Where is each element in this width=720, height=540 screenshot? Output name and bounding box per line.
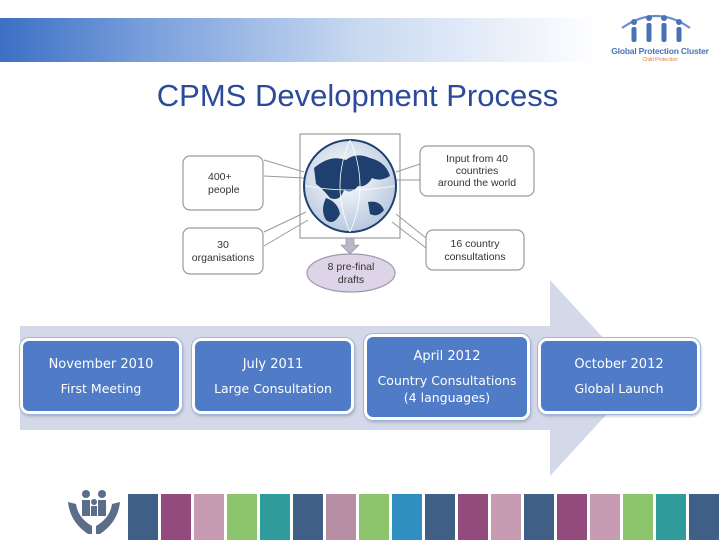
color-square (392, 494, 422, 540)
svg-text:8 pre-final: 8 pre-final (328, 261, 375, 273)
callout-organisations: 30 organisations (182, 227, 264, 275)
color-square (689, 494, 719, 540)
svg-text:consultations: consultations (444, 251, 505, 263)
svg-text:around the world: around the world (438, 177, 516, 189)
stage-date: July 2011 (242, 356, 304, 372)
color-square (656, 494, 686, 540)
color-square (458, 494, 488, 540)
callout-people: 400+ people (182, 155, 264, 211)
callout-input: Input from 40 countries around the world (419, 145, 535, 197)
color-square (557, 494, 587, 540)
color-square (326, 494, 356, 540)
color-square (161, 494, 191, 540)
color-square (359, 494, 389, 540)
stage-description: Global Launch (574, 380, 664, 396)
color-square (590, 494, 620, 540)
stage-april-2012: April 2012 Country Consultations (4 lang… (364, 334, 530, 420)
color-square (524, 494, 554, 540)
color-square (194, 494, 224, 540)
color-square (491, 494, 521, 540)
logo-text: Global Protection Cluster (611, 46, 709, 56)
stage-description: First Meeting (60, 380, 142, 396)
stage-date: April 2012 (413, 349, 481, 364)
family-hands-icon (68, 490, 120, 534)
svg-text:drafts: drafts (338, 274, 364, 286)
svg-text:people: people (208, 184, 240, 196)
color-square (425, 494, 455, 540)
stage-description: Country Consultations (4 languages) (377, 373, 517, 405)
svg-text:countries: countries (456, 165, 499, 177)
stage-date: October 2012 (574, 356, 664, 372)
color-square (623, 494, 653, 540)
stage-description: Large Consultation (214, 380, 332, 396)
color-square (260, 494, 290, 540)
stage-july-2011: July 2011 Large Consultation (192, 338, 354, 414)
logo-subtext: Child Protection (642, 57, 678, 63)
callout-consultations: 16 country consultations (425, 229, 525, 271)
stage-november-2010: November 2010 First Meeting (20, 338, 182, 414)
svg-text:30: 30 (217, 239, 229, 251)
svg-text:organisations: organisations (192, 252, 254, 264)
stage-october-2012: October 2012 Global Launch (538, 338, 700, 414)
development-diagram: 400+ people Input from 40 countries arou… (182, 133, 535, 293)
svg-text:Input from 40: Input from 40 (446, 153, 508, 165)
stage-date: November 2010 (48, 356, 154, 372)
color-square (293, 494, 323, 540)
color-square (128, 494, 158, 540)
header-banner (0, 18, 600, 62)
global-protection-cluster-logo: Global Protection Cluster Child Protecti… (606, 8, 714, 66)
svg-text:16 country: 16 country (450, 238, 500, 250)
svg-text:400+: 400+ (208, 171, 232, 183)
callout-drafts: 8 pre-final drafts (306, 253, 396, 293)
color-square (227, 494, 257, 540)
people-figures-icon (621, 15, 691, 42)
globe-icon (303, 139, 397, 233)
slide-title: CPMS Development Process (156, 78, 559, 113)
